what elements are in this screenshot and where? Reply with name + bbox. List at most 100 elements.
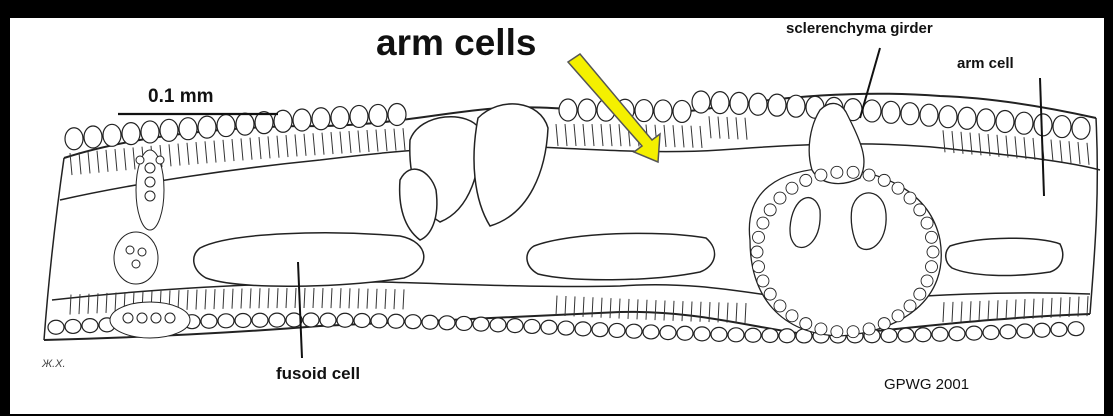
- arm-cell-wall: [1087, 143, 1089, 165]
- arm-cell-wall: [106, 293, 107, 313]
- epidermal-cell: [977, 109, 995, 131]
- epidermal-cell: [730, 92, 748, 114]
- arm-cell-wall: [628, 299, 629, 319]
- arm-cell-wall: [745, 303, 746, 323]
- arm-cell-wall: [682, 125, 684, 147]
- arm-cell-wall: [322, 288, 323, 308]
- epidermal-cell: [575, 322, 591, 336]
- arm-cell-wall: [349, 131, 351, 153]
- arm-cell-wall: [295, 134, 297, 156]
- arm-cell-wall: [601, 298, 602, 318]
- epidermal-cell: [779, 329, 795, 343]
- sheath-cell: [878, 318, 890, 330]
- epidermal-cell: [293, 109, 311, 131]
- epidermal-cell: [882, 101, 900, 123]
- arm-cell-wall: [385, 289, 386, 309]
- epidermal-cell: [745, 328, 761, 342]
- arm-cell-wall: [403, 128, 405, 150]
- sheath-cell: [751, 246, 763, 258]
- arm-cell-wall: [646, 300, 647, 320]
- epidermal-cell: [179, 118, 197, 140]
- arm-cell-wall: [349, 288, 350, 308]
- sheath-cell: [774, 192, 786, 204]
- sheath-cell: [927, 246, 939, 258]
- epidermal-cell: [252, 313, 268, 327]
- arm-cell-wall: [592, 297, 593, 317]
- epidermal-cell: [122, 123, 140, 145]
- arm-cell-wall: [250, 138, 252, 160]
- epidermal-cell: [331, 107, 349, 129]
- arm-cell-wall: [331, 288, 332, 308]
- epidermal-cell: [371, 314, 387, 328]
- arm-cell-wall: [304, 134, 306, 156]
- arm-cell-wall: [214, 141, 216, 163]
- arm-cell-wall: [286, 288, 287, 308]
- arm-cell-wall: [205, 141, 207, 163]
- arm-cell-wall: [592, 124, 594, 146]
- epidermal-cell: [1000, 325, 1016, 339]
- sheath-cell: [815, 169, 827, 181]
- epidermal-cell: [643, 325, 659, 339]
- epidermal-cell: [235, 314, 251, 328]
- epidermal-cell: [320, 313, 336, 327]
- upper-epidermal-cells: [65, 91, 1090, 150]
- epidermal-cell: [350, 105, 368, 127]
- arm-cell-wall: [367, 289, 368, 309]
- arm-cell-wall: [394, 289, 395, 309]
- arm-cell-wall: [952, 302, 953, 322]
- arm-cell-wall: [583, 124, 585, 146]
- arm-cell-wall: [700, 302, 701, 322]
- sheath-cell: [752, 231, 764, 243]
- epidermal-cell: [1017, 324, 1033, 338]
- fusoid-cell-1: [194, 233, 424, 286]
- epidermal-cell: [369, 104, 387, 126]
- epidermal-cell: [592, 323, 608, 337]
- epidermal-cell: [949, 327, 965, 341]
- arm-cell-wall: [178, 144, 180, 166]
- epidermal-cell: [1072, 117, 1090, 139]
- lower-epidermal-cells: [48, 313, 1084, 343]
- arm-cell-wall: [358, 130, 360, 152]
- epidermal-cell: [958, 107, 976, 129]
- sheath-cell: [863, 323, 875, 335]
- sheath-cell: [831, 326, 843, 338]
- arm-cell-wall: [331, 132, 333, 154]
- arm-cell-wall: [394, 129, 396, 151]
- epidermal-cell: [558, 321, 574, 335]
- sheath-cell: [786, 182, 798, 194]
- epidermal-cell: [201, 314, 217, 328]
- arm-cell-wall: [340, 132, 342, 154]
- arm-cell-wall: [223, 289, 224, 309]
- epidermal-cell: [312, 108, 330, 130]
- epidermal-cell: [932, 327, 948, 341]
- arm-cell-wall: [610, 298, 611, 318]
- arm-cell-wall: [1015, 299, 1016, 319]
- epidermal-cell: [405, 315, 421, 329]
- arm-cell-wall: [385, 129, 387, 151]
- arm-cell-wall: [376, 289, 377, 309]
- sheath-cell: [926, 261, 938, 273]
- epidermal-cell: [388, 103, 406, 125]
- arm-cell-wall: [286, 135, 288, 157]
- epidermal-cell: [711, 327, 727, 341]
- arm-cell-wall: [97, 293, 98, 313]
- epidermal-cell: [269, 313, 285, 327]
- epidermal-cell: [1068, 322, 1084, 336]
- arm-cell-wall: [124, 148, 126, 170]
- epidermal-cell: [217, 115, 235, 137]
- sheath-cell: [926, 231, 938, 243]
- arm-cell-wall: [232, 289, 233, 309]
- fusoid-cell-2: [527, 233, 715, 279]
- arm-cells-label: arm cells: [376, 22, 536, 64]
- epidermal-cell: [541, 320, 557, 334]
- arm-cell-wall: [304, 288, 305, 308]
- arm-cell-wall: [1042, 298, 1043, 318]
- epidermal-cell: [673, 100, 691, 122]
- epidermal-cell: [898, 328, 914, 342]
- arm-cell-wall: [601, 124, 603, 146]
- sheath-cell: [847, 166, 859, 178]
- epidermal-cell: [160, 119, 178, 141]
- epidermal-cell: [84, 126, 102, 148]
- sheath-cell: [921, 275, 933, 287]
- epidermal-cell: [354, 314, 370, 328]
